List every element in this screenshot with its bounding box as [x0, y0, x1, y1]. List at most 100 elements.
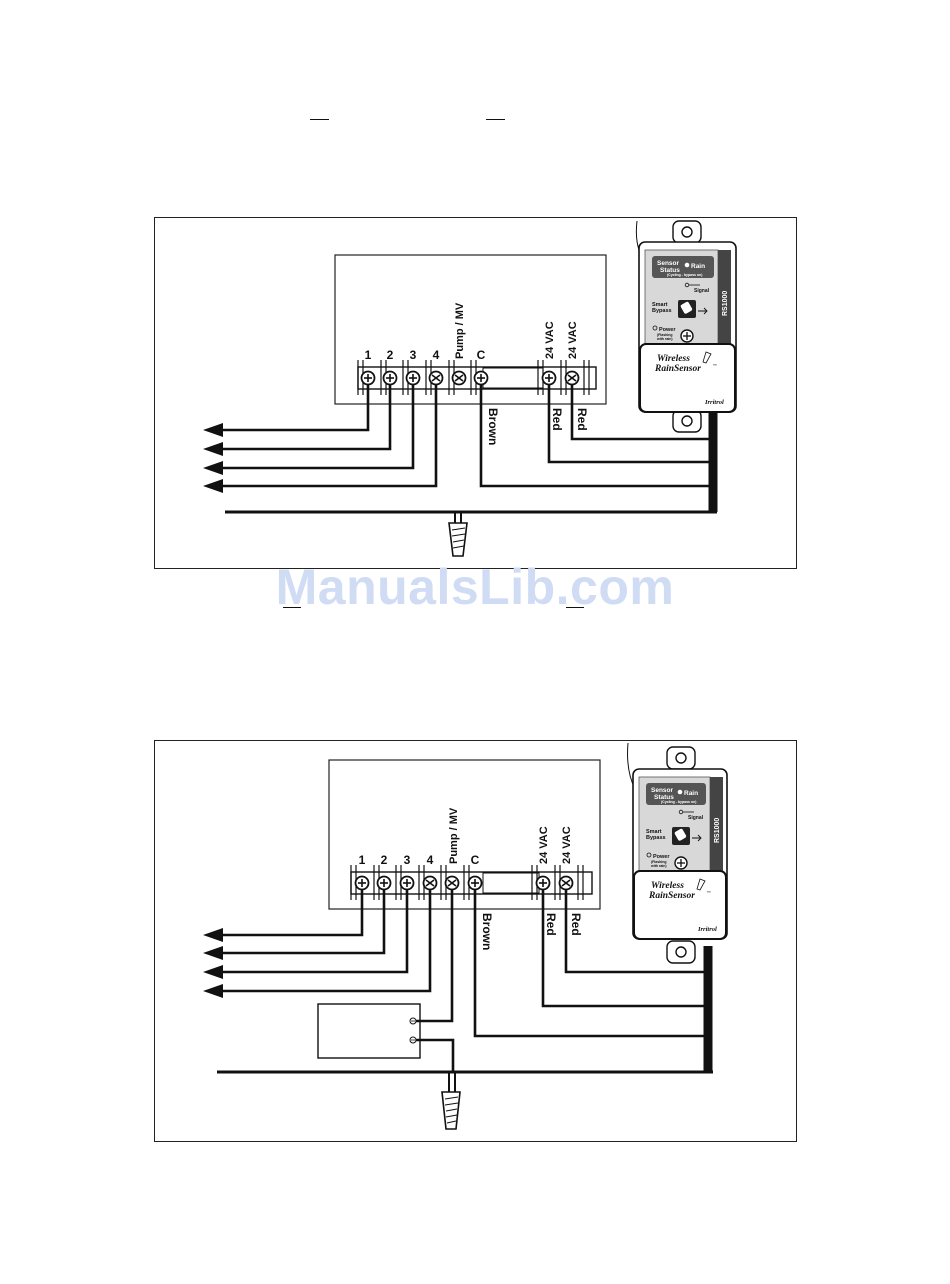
sensor-status-label-2: Status — [654, 794, 674, 801]
terminal-screw-vac2 — [564, 370, 580, 386]
terminal-label-2: 2 — [381, 853, 388, 867]
signal-led-icon — [684, 282, 690, 288]
wire-label-brown: Brown — [486, 408, 500, 445]
terminal-label-pump: Pump / MV — [448, 807, 460, 864]
wiring-diagram-1-svg: 1 2 3 4 C Pump / MV 24 VAC 24 VAC Brown … — [203, 220, 737, 557]
signal-led-icon — [678, 809, 684, 815]
sensor-status-label-1: Sensor — [657, 260, 680, 267]
wireless-rain-sensor: RS1000 Sensor Status Rain (Cycling - byp… — [635, 220, 737, 433]
zone-wires — [217, 889, 432, 993]
mid-dash-1 — [283, 607, 301, 608]
terminal-label-3: 3 — [404, 853, 411, 867]
terminal-screw-4 — [422, 875, 438, 891]
sensor-rain-label: Rain — [684, 790, 698, 797]
sensor-power-label: Power — [653, 854, 670, 860]
terminal-screw-common — [467, 875, 483, 891]
sensor-brand-icon — [702, 351, 712, 364]
watermark: ManualsLib.com — [275, 559, 675, 615]
zone-arrows — [203, 928, 223, 998]
sensor-maker-label: Irritrol — [704, 399, 724, 406]
wiring-diagram-2-svg: 1 2 3 4 C Pump / MV 24 VAC 24 VAC Brown … — [203, 742, 728, 1130]
wire-nut — [448, 512, 468, 557]
terminal-screw-3 — [399, 875, 415, 891]
header-dash-1 — [310, 119, 329, 120]
rain-drop-icon — [684, 262, 690, 268]
terminal-screw-pump — [451, 370, 467, 386]
hand-icon — [680, 301, 693, 314]
sensor-power-note-1: (Flashing — [651, 860, 667, 864]
pump-relay-box — [317, 1003, 421, 1059]
sensor-status-label-2: Status — [660, 267, 680, 274]
terminal-screw-3 — [405, 370, 421, 386]
wire-nut — [441, 1072, 461, 1130]
terminal-label-vac2: 24 VAC — [567, 321, 579, 359]
sensor-trademark: ™ — [713, 363, 717, 368]
sensor-model-label: RS1000 — [722, 291, 729, 316]
wire-label-red-1: Red — [550, 408, 564, 431]
sensor-signal-label: Signal — [688, 815, 704, 821]
terminal-label-vac1: 24 VAC — [538, 826, 550, 864]
hand-icon — [674, 828, 687, 841]
terminal-label-1: 1 — [365, 348, 372, 362]
sensor-brand-label-1: Wireless — [657, 354, 690, 364]
sensor-power-note-2: with rain) — [656, 337, 673, 341]
sensor-rain-label: Rain — [691, 263, 705, 270]
terminal-label-pump: Pump / MV — [454, 302, 466, 359]
wiring-diagram-standard: 1 2 3 4 C Pump / MV 24 VAC 24 VAC Brown … — [154, 217, 797, 569]
sensor-wires — [479, 384, 717, 488]
terminal-label-common: C — [471, 853, 480, 867]
sensor-wires — [473, 889, 711, 1038]
sensor-maker-label: Irritrol — [697, 926, 717, 933]
terminal-screw-pump — [444, 875, 460, 891]
sensor-status-note: (Cycling - bypass on) — [667, 273, 702, 277]
arrow-right-icon — [692, 834, 702, 842]
sensor-status-note: (Cycling - bypass on) — [661, 800, 696, 804]
terminal-screw-vac1 — [541, 370, 557, 386]
pump-wires — [416, 889, 455, 1072]
sensor-bypass-label-2: Bypass — [646, 835, 666, 841]
terminal-label-3: 3 — [410, 348, 417, 362]
sensor-brand-icon — [696, 878, 706, 891]
sensor-status-label-1: Sensor — [651, 787, 674, 794]
terminal-screw-common — [473, 370, 489, 386]
sensor-power-label: Power — [659, 327, 676, 333]
sensor-bypass-label-1: Smart — [646, 829, 662, 835]
sensor-signal-label: Signal — [694, 288, 710, 294]
header-dash-2 — [486, 119, 505, 120]
zone-wires — [217, 384, 438, 488]
terminal-label-2: 2 — [387, 348, 394, 362]
terminal-screw-vac2 — [558, 875, 574, 891]
mid-dash-2 — [566, 607, 584, 608]
terminal-screw-4 — [428, 370, 444, 386]
sensor-brand-label-2: RainSensor — [648, 891, 695, 901]
terminal-screw-1 — [360, 370, 376, 386]
sensor-power-note-1: (Flashing — [657, 333, 673, 337]
sensor-bypass-label-1: Smart — [652, 302, 668, 308]
wireless-rain-sensor: RS1000 Sensor Status Rain (Cycling - byp… — [627, 742, 728, 964]
sensor-trademark: ™ — [707, 890, 711, 895]
terminal-label-vac2: 24 VAC — [561, 826, 573, 864]
power-led-icon — [652, 325, 658, 331]
rain-drop-icon — [677, 789, 683, 795]
wire-label-red-1: Red — [544, 913, 558, 936]
sensor-model-label: RS1000 — [714, 818, 721, 843]
wire-label-red-2: Red — [569, 913, 583, 936]
wire-label-red-2: Red — [575, 408, 589, 431]
terminal-label-4: 4 — [427, 853, 434, 867]
sensor-bypass-label-2: Bypass — [652, 308, 672, 314]
sensor-brand-label-2: RainSensor — [654, 364, 701, 374]
power-led-icon — [646, 852, 652, 858]
terminal-label-4: 4 — [433, 348, 440, 362]
sensor-power-note-2: with rain) — [650, 864, 667, 868]
terminal-label-common: C — [477, 348, 486, 362]
terminal-screw-2 — [382, 370, 398, 386]
wiring-diagram-pump: 1 2 3 4 C Pump / MV 24 VAC 24 VAC Brown … — [154, 740, 797, 1142]
arrow-right-icon — [698, 307, 708, 315]
wire-label-brown: Brown — [480, 913, 494, 950]
zone-arrows — [203, 423, 223, 493]
terminal-screw-vac1 — [535, 875, 551, 891]
terminal-screw-1 — [354, 875, 370, 891]
pump-relay-terminal-2 — [409, 1036, 417, 1044]
terminal-label-1: 1 — [359, 853, 366, 867]
pump-relay-terminal-1 — [409, 1017, 417, 1025]
